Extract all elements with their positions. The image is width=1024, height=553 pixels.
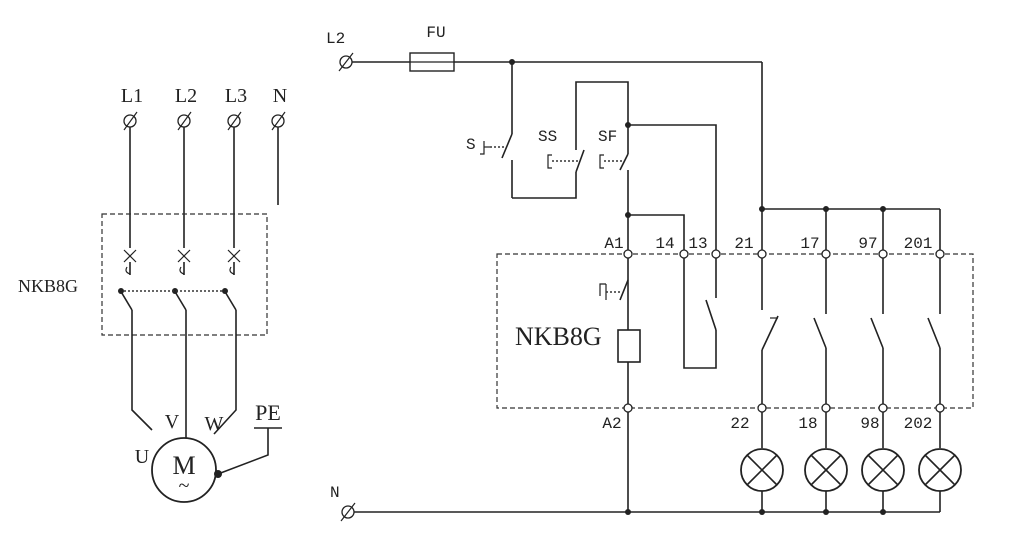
terminal-label-14: 14 [655,235,674,253]
main-circuit: L1 L2 L3 N NKB8G [18,85,287,503]
neutral-label: N [330,484,340,502]
terminal-label-98: 98 [860,415,879,433]
switch-label-ss: SS [538,128,557,146]
phase-label-n: N [273,85,287,107]
breaker-label: NKB8G [18,276,78,296]
motor-terminal-w: W [205,413,224,435]
indicator-lamp-4 [918,448,962,492]
phase-terminals [123,111,286,131]
breaker-box [101,213,268,336]
indicator-lamp-3 [861,448,905,492]
motor [151,437,217,503]
relay-coil [617,329,641,363]
terminal-label-13: 13 [688,235,707,253]
terminal-label-21: 21 [734,235,753,253]
terminal-label-201: 201 [904,235,933,253]
motor-terminal-v: V [165,411,180,433]
device-box [496,253,974,409]
terminal-label-17: 17 [800,235,819,253]
control-circuit: L2 FU S SS SF [326,24,974,522]
terminal-label-a1: A1 [604,235,623,253]
indicator-lamp-2 [804,448,848,492]
device-label: NKB8G [515,322,602,351]
bottom-terminals [623,403,945,413]
terminal-label-202: 202 [904,415,933,433]
switch-label-s: S [466,136,476,154]
indicator-lamp-1 [740,448,784,492]
motor-terminal-u: U [135,446,150,468]
top-terminals [623,249,945,259]
switch-label-sf: SF [598,128,617,146]
terminal-label-22: 22 [730,415,749,433]
pe-label: PE [255,400,281,425]
terminal-label-a2: A2 [602,415,621,433]
phase-label-l2: L2 [175,85,197,107]
terminal-label-18: 18 [798,415,817,433]
motor-tilde: ~ [179,475,190,497]
breaker-contacts [118,249,241,311]
motor-letter: M [172,451,195,480]
supply-label: L2 [326,30,345,48]
terminal-label-97: 97 [858,235,877,253]
phase-label-l1: L1 [121,85,143,107]
fuse-label: FU [426,24,445,42]
phase-label-l3: L3 [225,85,247,107]
